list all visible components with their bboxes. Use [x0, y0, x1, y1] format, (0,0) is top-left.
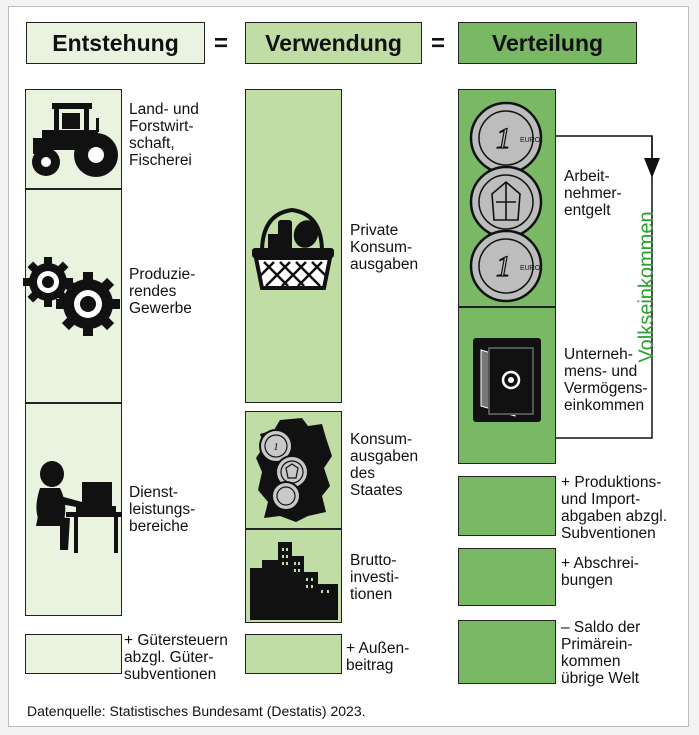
box-saldo-primaereinkommen — [458, 620, 556, 684]
header-verteilung: Verteilung — [458, 22, 637, 64]
city-buildings-icon — [250, 542, 338, 620]
volkseinkommen-label: Volkseinkommen — [635, 211, 658, 363]
equals-sign-2: = — [431, 30, 446, 57]
office-worker-icon — [36, 461, 122, 553]
label-arbeitnehmerentgelt: Arbeit- nehmer- entgelt — [564, 168, 622, 219]
label-bruttoinvestitionen: Brutto- investi- tionen — [350, 552, 400, 603]
svg-text:EURO: EURO — [520, 265, 541, 272]
label-guetersteuern: + Gütersteuern abzgl. Güter- subventione… — [124, 632, 228, 683]
shopping-basket-icon — [252, 207, 334, 290]
source-note: Datenquelle: Statistisches Bundesamt (De… — [27, 703, 366, 719]
svg-text:EURO: EURO — [520, 137, 541, 144]
header-verwendung: Verwendung — [245, 22, 422, 64]
box-aussenbeitrag — [245, 634, 342, 674]
equals-sign-1: = — [214, 30, 229, 57]
gears-icon — [23, 257, 120, 336]
volkseinkommen-bracket-arrow — [556, 135, 660, 439]
volkseinkommen-label-box: Volkseinkommen — [635, 192, 658, 382]
box-abschreibungen — [458, 548, 556, 606]
box-produktionsabgaben — [458, 476, 556, 536]
svg-text:1: 1 — [273, 441, 279, 453]
label-abschreibungen: + Abschrei- bungen — [561, 555, 639, 589]
label-private-konsumausgaben: Private Konsum- ausgaben — [350, 222, 419, 273]
tractor-icon — [32, 103, 118, 177]
box-guetersteuern — [25, 634, 122, 674]
label-produzierendes-gewerbe: Produzie- rendes Gewerbe — [129, 266, 196, 317]
label-staatskonsum: Konsum- ausgaben des Staates — [350, 431, 419, 499]
label-land-forstwirtschaft: Land- und Forstwirt- schaft, Fischerei — [129, 101, 199, 169]
germany-map-coins-icon: 1 — [256, 418, 332, 522]
label-dienstleistungsbereiche: Dienst- leistungs- bereiche — [129, 484, 196, 535]
label-unternehmenseinkommen: Unterneh- mens- und Vermögens- einkommen — [564, 346, 648, 414]
label-aussenbeitrag: + Außen- beitrag — [346, 640, 410, 674]
label-saldo-primaereinkommen: – Saldo der Primärein- kommen übrige Wel… — [561, 619, 641, 687]
svg-text:1: 1 — [496, 250, 511, 283]
header-entstehung: Entstehung — [26, 22, 205, 64]
label-produktionsabgaben: + Produktions- und Import- abgaben abzgl… — [561, 474, 668, 542]
euro-coins-icon: 1 EURO 1 EURO — [469, 101, 543, 303]
svg-text:1: 1 — [496, 122, 511, 155]
safe-icon — [473, 338, 541, 422]
